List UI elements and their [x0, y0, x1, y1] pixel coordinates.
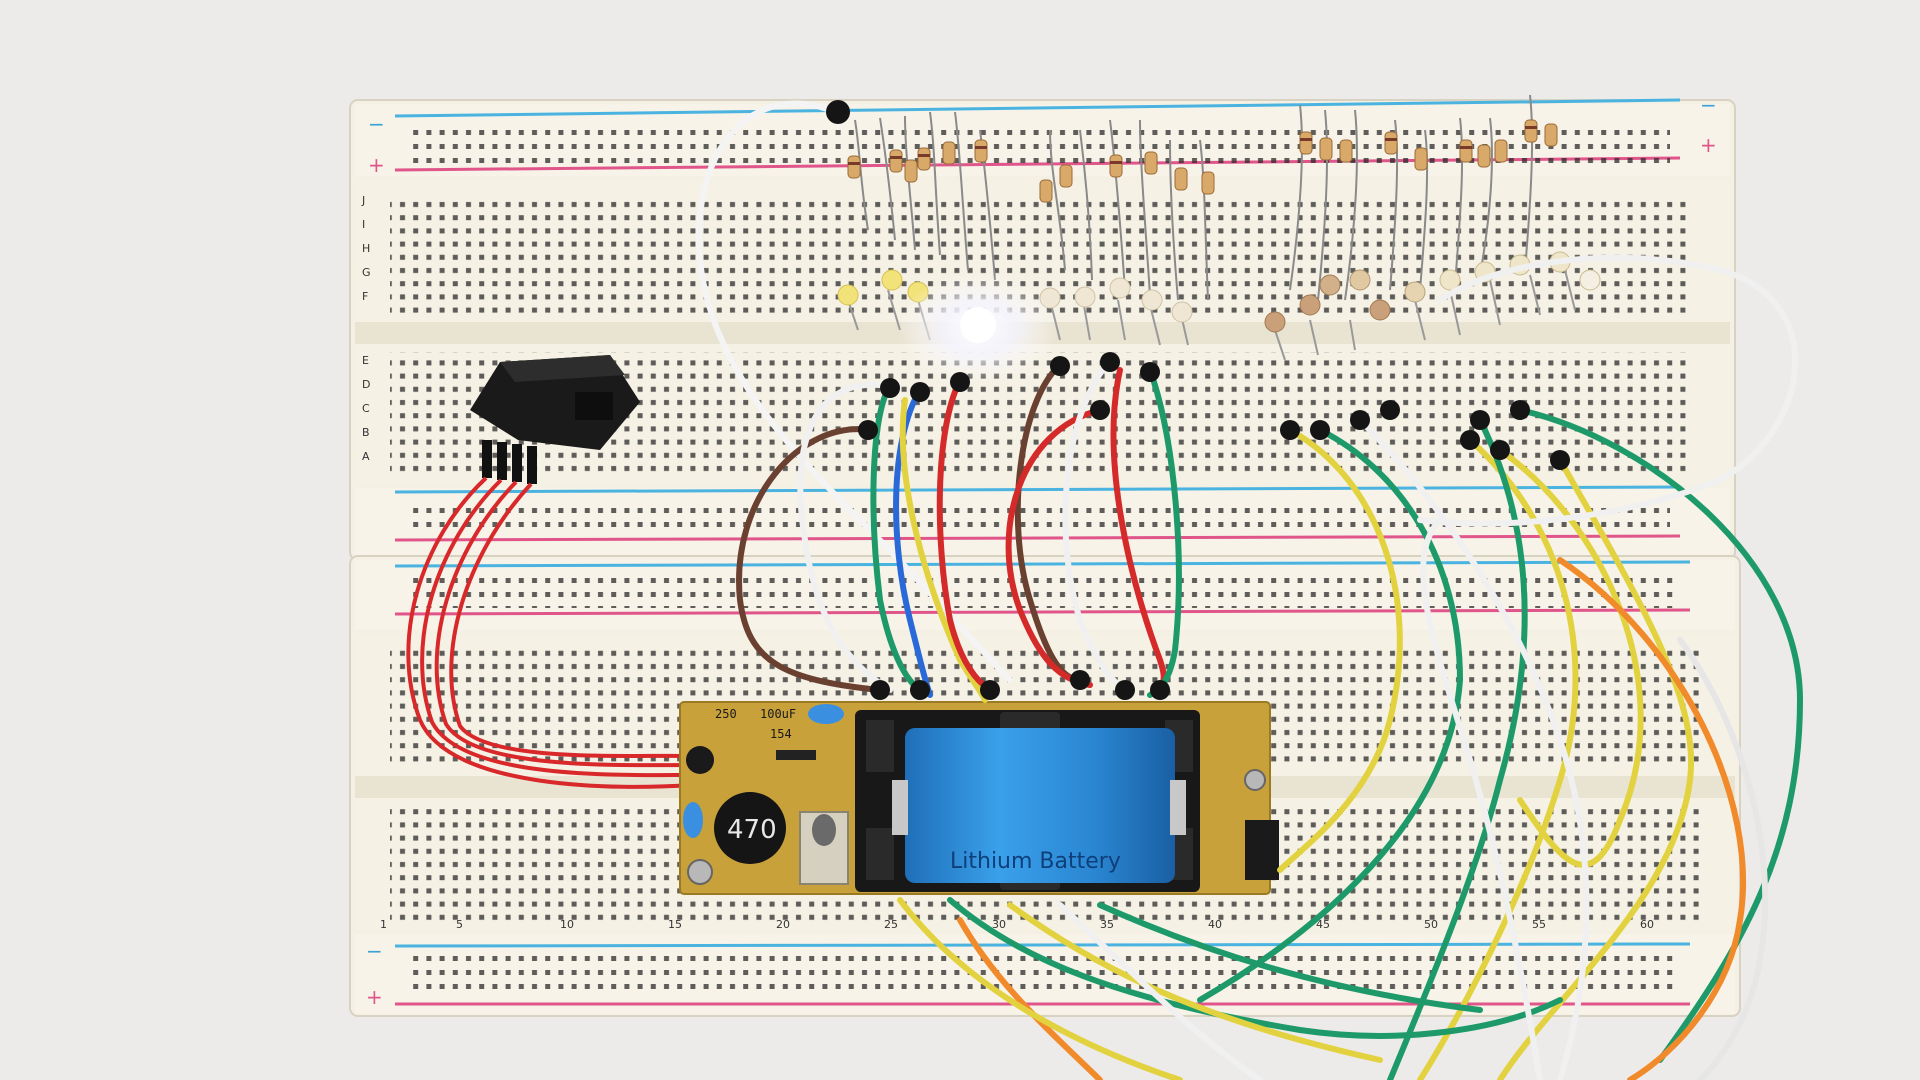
power-pcb: 470 250 100uF 154 Lithium Battery: [679, 701, 1279, 895]
rail-plus-sign: +: [368, 153, 385, 177]
rail-minus-sign: −: [368, 112, 385, 136]
row-letter-g-upper: G: [362, 266, 371, 279]
row-letter-b-upper: B: [362, 426, 370, 439]
resistor-bodies: [847, 119, 1558, 203]
col-number: 1: [380, 918, 387, 931]
col-number: 40: [1208, 918, 1222, 931]
row-letter-f-upper: F: [362, 290, 368, 303]
rail-plus-sign-right: +: [1700, 133, 1717, 157]
row-letter-d-upper: D: [362, 378, 370, 391]
col-number: 55: [1532, 918, 1546, 931]
blue-capacitor: [683, 802, 703, 838]
red-ribbon-wires: [406, 476, 691, 789]
pcb-text-154: 154: [770, 727, 792, 741]
col-number: 15: [668, 918, 682, 931]
row-letter-j-upper: J: [361, 194, 365, 207]
blue-capacitor-top: [808, 704, 844, 724]
transistor: [686, 746, 714, 774]
wire-plugs: [826, 100, 1570, 700]
row-letter-i-upper: I: [362, 218, 365, 231]
row-letter-e-upper: E: [362, 354, 369, 367]
col-number: 30: [992, 918, 1006, 931]
col-number: 50: [1424, 918, 1438, 931]
rail-line-blue-top: [394, 98, 1681, 118]
col-number: 60: [1640, 918, 1654, 931]
jumper-block: [1245, 820, 1279, 880]
battery-label: Lithium Battery: [950, 849, 1121, 874]
lit-led: [960, 307, 996, 343]
col-number: 45: [1316, 918, 1330, 931]
inductor: [714, 792, 786, 864]
rail-minus-sign-bottom: −: [366, 939, 383, 963]
pcb-text-100uf: 100uF: [760, 707, 796, 721]
col-number: 25: [884, 918, 898, 931]
diode: [776, 750, 816, 760]
black-connector: [470, 355, 640, 484]
col-number: 10: [560, 918, 574, 931]
row-letter-c-upper: C: [362, 402, 370, 415]
rail-plus-sign-bottom: +: [366, 985, 383, 1009]
row-letter-h-upper: H: [362, 242, 370, 255]
row-letter-a-upper: A: [362, 450, 370, 463]
inductor-label: 470: [727, 815, 777, 845]
col-number: 20: [776, 918, 790, 931]
lithium-battery: [905, 728, 1175, 883]
jumper-wires: [696, 100, 1804, 1080]
col-number: 5: [456, 918, 463, 931]
rail-minus-sign-right: −: [1700, 93, 1717, 117]
col-number: 35: [1100, 918, 1114, 931]
pcb-text-250: 250: [715, 707, 737, 721]
